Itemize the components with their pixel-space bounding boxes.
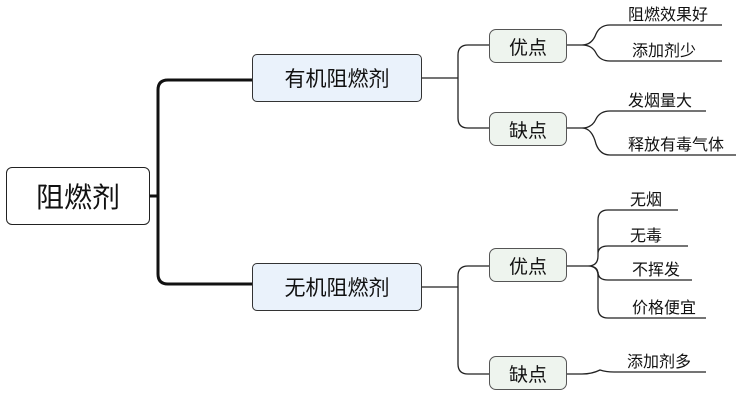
leaf-item[interactable]: 添加剂多 — [627, 352, 692, 371]
inorganic-adv-leaf-lines — [566, 209, 706, 319]
leaf-item[interactable]: 无烟 — [630, 190, 663, 209]
leaf-item[interactable]: 释放有毒气体 — [628, 135, 725, 154]
leaf-item[interactable]: 不挥发 — [632, 260, 681, 279]
branch-inorganic[interactable]: 无机阻燃剂 — [252, 263, 422, 311]
inorganic-disadvantages-node[interactable]: 缺点 — [489, 356, 567, 390]
organic-connector — [422, 44, 490, 129]
leaf-item[interactable]: 发烟量大 — [628, 91, 693, 110]
organic-disadvantages-node[interactable]: 缺点 — [489, 112, 567, 146]
leaf-item[interactable]: 无毒 — [630, 226, 663, 245]
inorganic-dis-leaf-line — [566, 369, 706, 375]
inorganic-advantages-node[interactable]: 优点 — [489, 248, 567, 282]
root-node[interactable]: 阻燃剂 — [6, 167, 150, 225]
organic-adv-leaf-lines — [566, 24, 722, 62]
leaf-item[interactable]: 添加剂少 — [632, 41, 697, 60]
organic-advantages-node[interactable]: 优点 — [489, 29, 567, 63]
inorganic-connector — [422, 265, 490, 375]
organic-dis-leaf-lines — [566, 110, 736, 156]
leaf-item[interactable]: 阻燃效果好 — [628, 5, 709, 24]
branch-organic[interactable]: 有机阻燃剂 — [252, 54, 422, 102]
leaf-item[interactable]: 价格便宜 — [632, 298, 697, 317]
root-connector — [150, 78, 252, 286]
